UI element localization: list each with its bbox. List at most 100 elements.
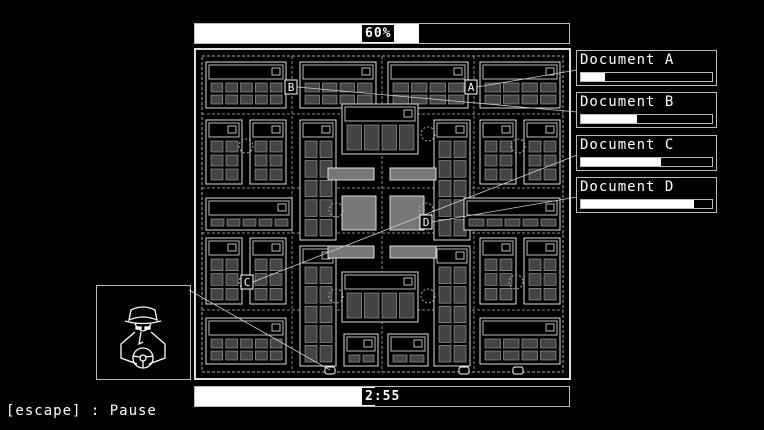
window [503, 338, 520, 349]
roof-vent [501, 125, 511, 134]
building-roof [390, 336, 426, 352]
window [210, 94, 224, 105]
roundabout [420, 126, 436, 142]
roof-vent [413, 339, 423, 348]
window [255, 350, 268, 361]
window [504, 218, 521, 227]
window [362, 354, 375, 363]
building [341, 271, 419, 323]
building-roof [302, 64, 374, 80]
window [304, 345, 318, 363]
window [543, 288, 557, 301]
window [503, 350, 520, 361]
window [499, 288, 513, 301]
window [484, 338, 501, 349]
building-roof [436, 122, 468, 138]
plaza [327, 245, 375, 259]
window [348, 354, 361, 363]
window [225, 258, 239, 271]
window [392, 82, 409, 93]
window [453, 266, 467, 284]
roof-vent [363, 339, 373, 348]
building-roof [252, 240, 284, 256]
window [528, 258, 542, 271]
window [346, 124, 362, 151]
window [543, 168, 557, 181]
building [205, 119, 243, 185]
document-name: Document D [580, 179, 675, 195]
building-roof [482, 122, 514, 138]
timer-fill [195, 387, 375, 406]
window [438, 199, 452, 217]
window [304, 140, 318, 158]
window [392, 94, 409, 105]
document-progress-fill [581, 73, 605, 81]
window [499, 168, 513, 181]
roof-vent [227, 243, 237, 252]
window [346, 292, 362, 319]
building [299, 245, 337, 367]
window [210, 82, 224, 93]
window [453, 179, 467, 198]
window [304, 179, 318, 198]
window [319, 345, 333, 363]
document-progress-fill [581, 200, 694, 208]
window [304, 325, 318, 343]
roof-vent [227, 125, 237, 134]
window [319, 266, 333, 284]
window [438, 219, 452, 237]
window [453, 345, 467, 363]
building [205, 197, 293, 231]
timer-label: 2:55 [362, 388, 404, 405]
window [225, 288, 239, 301]
building-roof [208, 122, 240, 138]
window [438, 140, 452, 158]
window [399, 124, 415, 151]
window [453, 325, 467, 343]
document-name: Document A [580, 52, 675, 68]
building [343, 333, 379, 367]
building [387, 333, 429, 367]
window [240, 94, 253, 105]
window [521, 338, 538, 349]
window [269, 168, 283, 181]
window [210, 140, 224, 153]
document-a-panel: Document A [576, 50, 717, 86]
building-roof [208, 200, 290, 216]
car-icon [458, 366, 470, 375]
window [453, 160, 467, 178]
building [479, 237, 517, 305]
window [304, 305, 318, 324]
window [254, 258, 268, 271]
building-roof [252, 122, 284, 138]
building-roof [346, 336, 376, 352]
window [543, 258, 557, 271]
building-roof [526, 122, 558, 138]
window [269, 82, 283, 93]
roof-vent [361, 67, 371, 76]
timer-bar: 2:55 [194, 386, 570, 407]
window [438, 305, 452, 324]
window [438, 325, 452, 343]
window [210, 350, 224, 361]
window [448, 82, 465, 93]
window [269, 154, 283, 167]
window [210, 168, 224, 181]
window [521, 94, 538, 105]
building [479, 61, 561, 109]
document-progress-bar [580, 72, 713, 82]
window [499, 273, 513, 286]
window [254, 140, 268, 153]
plaza [327, 167, 375, 181]
roof-vent [545, 125, 555, 134]
roof-vent [453, 67, 463, 76]
window [540, 82, 557, 93]
window [240, 338, 253, 349]
document-progress-bar [580, 199, 713, 209]
window [540, 218, 557, 227]
window [319, 179, 333, 198]
window [429, 82, 446, 93]
window [240, 82, 253, 93]
window [304, 286, 318, 304]
spy-driver-icon [120, 306, 166, 369]
